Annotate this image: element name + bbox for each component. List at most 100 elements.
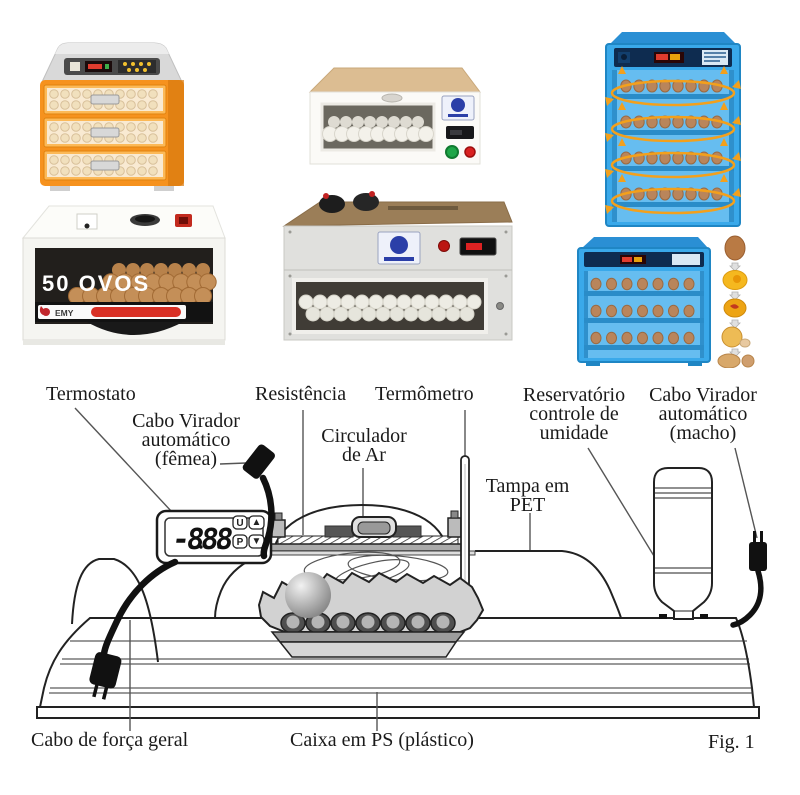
display-button-up (248, 515, 265, 530)
label-cabo-forca-geral: Cabo de força geral (31, 729, 189, 751)
photo-blue-incubator-egg-stages (577, 235, 755, 368)
bottle-clip-right (700, 614, 708, 619)
top-button (84, 223, 90, 229)
label-circulador-de-ar: Circulador de Ar (321, 425, 407, 466)
egg-drawer (43, 117, 167, 148)
bolt-cap-left (274, 512, 283, 521)
photo-white-tabletop-incubator (308, 67, 481, 165)
down-arrow-icon: ▼ (252, 536, 262, 547)
motor-core (357, 521, 391, 535)
photo-metal-incubator (282, 191, 513, 341)
button-u-label: U (236, 518, 243, 529)
button-p-label: P (237, 537, 244, 548)
label-resistencia: Resistência (255, 383, 347, 405)
pilot-light (438, 240, 450, 252)
label-caixa-ps: Caixa em PS (plástico) (290, 729, 474, 751)
egg-drawer (43, 150, 167, 181)
male-plug-prong (753, 531, 756, 542)
top-text-strip (388, 206, 458, 210)
turner-motors (319, 191, 379, 213)
control-panel (584, 252, 704, 267)
photo-blue-incubator-airflow (603, 32, 743, 227)
male-plug (749, 542, 767, 571)
label-termostato: Termostato (46, 383, 136, 405)
display-digits (466, 243, 482, 250)
capacity-text: 50 OVOS (42, 271, 150, 296)
round-egg (285, 572, 331, 618)
thermostat-display: -888 U ▲ P ▼ (155, 509, 273, 565)
incubator-box (36, 558, 760, 719)
switch-inner (179, 217, 188, 224)
figure-caption: Fig. 1 (708, 731, 755, 753)
frame-right (729, 70, 734, 222)
foot (50, 186, 70, 191)
tray-base-upper (270, 631, 466, 643)
bottle-clip-left (659, 614, 667, 619)
red-button (464, 146, 476, 158)
vent-inner (135, 215, 155, 223)
bolt-cap-right (450, 510, 459, 519)
frame-right (700, 271, 704, 358)
water-bottle (653, 467, 713, 620)
foot (586, 362, 600, 366)
photo-50-ovos-incubator: 50 OVOS EMY (21, 205, 226, 345)
door-knob (496, 302, 504, 310)
label-reservatorio-umidade: Reservatório controle de umidade (522, 384, 626, 444)
green-button (445, 145, 459, 159)
incubator-top (308, 67, 481, 93)
display-button-p (232, 534, 248, 549)
male-cable (730, 568, 764, 628)
label-cabo-virador-macho: Cabo Virador automático (macho) (649, 384, 757, 444)
label-tampa-pet: Tampa em PET (485, 475, 570, 516)
base-plate (36, 706, 760, 719)
power-cord (89, 558, 179, 700)
label-cabo-virador-femea: Cabo Virador automático (fêmea) (132, 410, 240, 470)
female-connector (242, 444, 275, 560)
brand-sticker (377, 231, 421, 265)
mount-bolt-right (447, 517, 462, 538)
turner-disc (87, 322, 183, 335)
tray-eggs (280, 612, 456, 634)
red-bar (91, 307, 181, 317)
handle (381, 93, 403, 103)
lid-highlight (55, 43, 169, 54)
power-cable (100, 558, 179, 658)
up-arrow-icon: ▲ (252, 517, 262, 528)
power-plug (89, 652, 122, 700)
screws (288, 230, 508, 336)
egg-rows (68, 263, 217, 305)
frame-left (584, 271, 588, 358)
control-panel (614, 48, 732, 67)
display-value: -888 (170, 522, 234, 556)
brand-sticker (441, 95, 475, 121)
incubator-top (21, 205, 226, 239)
display-button-u (232, 515, 248, 530)
bottom-edge (23, 340, 225, 345)
egg-development-stages (717, 235, 755, 368)
bottle-ribs (654, 487, 712, 574)
control-panel (64, 58, 160, 75)
male-plug-prong (760, 531, 763, 542)
frame-left (612, 70, 617, 222)
mini-display-digits (450, 130, 462, 135)
female-cable (259, 474, 275, 560)
leader-lines (74, 407, 758, 731)
body-side-shade (168, 80, 184, 186)
cabinet-top (610, 32, 736, 44)
incubator-top (282, 201, 513, 227)
foot (154, 186, 174, 191)
egg-tray (257, 571, 485, 658)
top-box (76, 213, 98, 230)
tray-base-lower (278, 641, 458, 658)
egg-window (292, 278, 488, 334)
box-left-mound (71, 558, 159, 663)
rooster-logo (39, 306, 50, 316)
foot (688, 362, 702, 366)
egg-drawer (43, 84, 167, 115)
incubator-diagram: -888 U ▲ P ▼ (36, 407, 767, 731)
brand-text: EMY (55, 308, 74, 318)
male-plug-cord (730, 531, 767, 628)
photo-orange-incubator (40, 42, 184, 191)
label-termometro: Termômetro (375, 383, 474, 405)
